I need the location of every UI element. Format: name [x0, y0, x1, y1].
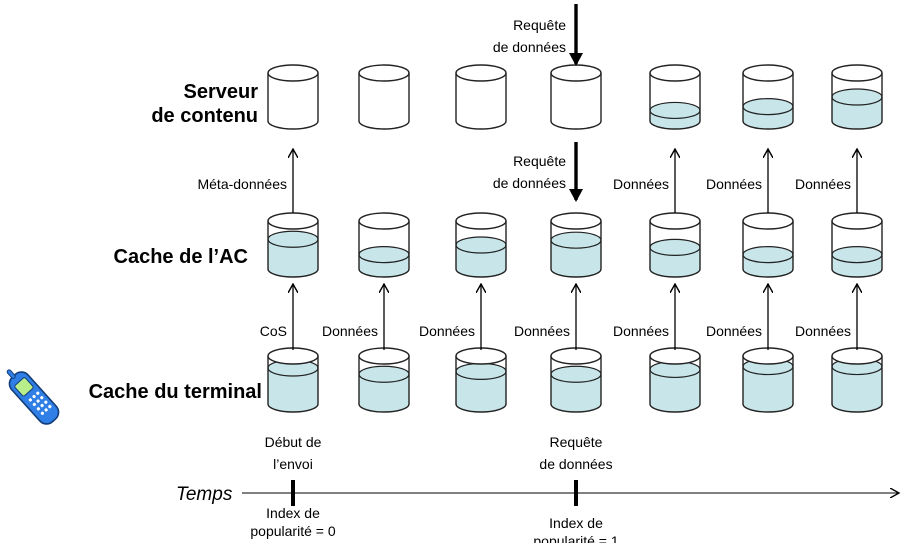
terminal-cache-cylinder — [267, 347, 319, 413]
data-flow-label: Données — [613, 323, 669, 339]
terminal-cache-cylinder — [742, 347, 794, 413]
mobile-phone-icon — [6, 369, 60, 425]
server-cylinder — [358, 64, 410, 130]
row-title-ac: Cache de l’AC — [114, 246, 248, 268]
server-cylinder — [742, 64, 794, 130]
data-flow-label: Données — [514, 323, 570, 339]
row-title-server-line1: Serveur — [184, 81, 259, 103]
upload-arrow-label: Données — [613, 176, 669, 192]
terminal-cache-cylinder — [649, 347, 701, 413]
terminal-cache-cylinder — [550, 347, 602, 413]
top-request-label-line2: de données — [493, 39, 566, 55]
ac-cache-cylinder — [358, 212, 410, 278]
ac-cache-cylinder — [742, 212, 794, 278]
below-label-line2: de données — [539, 456, 612, 472]
ac-cache-cylinder — [831, 212, 883, 278]
data-flow-label: Données — [795, 323, 851, 339]
ac-cache-cylinder — [455, 212, 507, 278]
upload-arrow-label: Données — [795, 176, 851, 192]
upload-arrow-label: Méta-données — [197, 176, 287, 192]
upload-arrow-label: Données — [706, 176, 762, 192]
server-cylinder — [831, 64, 883, 130]
top-request-label-line1: Requête — [513, 17, 566, 33]
ac-cache-cylinder — [267, 212, 319, 278]
tick-label-line2: popularité = 0 — [250, 523, 335, 539]
server-cylinder — [649, 64, 701, 130]
below-label-line1: Requête — [550, 434, 603, 450]
below-label-line1: Début de — [265, 434, 322, 450]
tick-label-line1: Index de — [266, 505, 320, 521]
timeline-label: Temps — [176, 484, 233, 505]
server-cylinder — [550, 64, 602, 130]
request-label-line1: Requête — [513, 153, 566, 169]
terminal-cache-cylinder — [831, 347, 883, 413]
below-label-line2: l’envoi — [273, 456, 313, 472]
tick-label-line1: Index de — [549, 515, 603, 531]
ac-cache-cylinder — [649, 212, 701, 278]
tick-label-line2: popularité = 1 — [533, 533, 618, 543]
terminal-cache-cylinder — [358, 347, 410, 413]
server-cylinder — [267, 64, 319, 130]
data-flow-label: CoS — [260, 323, 287, 339]
data-flow-label: Données — [706, 323, 762, 339]
data-flow-label: Données — [322, 323, 378, 339]
row-title-server-line2: de contenu — [151, 105, 258, 127]
ac-cache-cylinder — [550, 212, 602, 278]
terminal-cache-cylinder — [455, 347, 507, 413]
request-label-line2: de données — [493, 175, 566, 191]
server-cylinder — [455, 64, 507, 130]
data-flow-label: Données — [419, 323, 475, 339]
row-title-terminal: Cache du terminal — [89, 381, 262, 403]
